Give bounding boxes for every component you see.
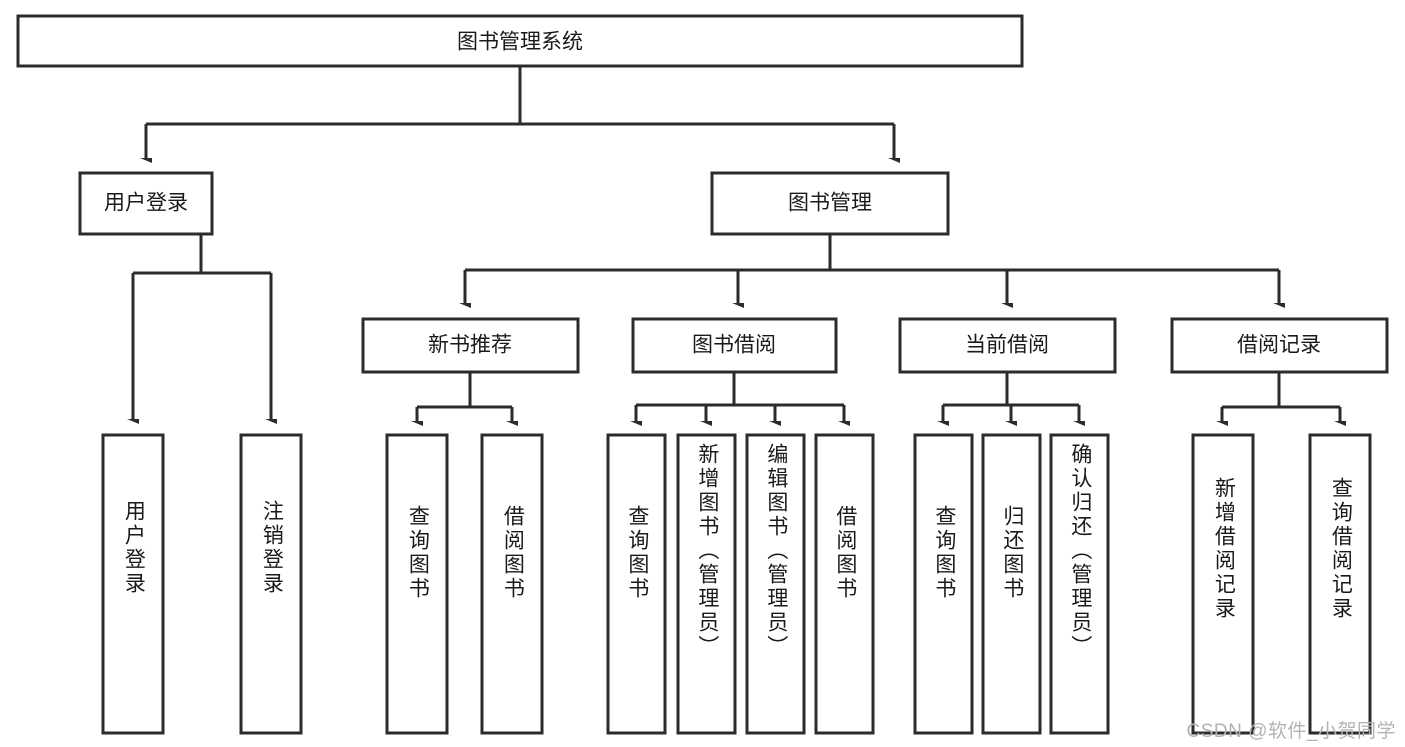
node-book-management-box[interactable] xyxy=(710,171,950,236)
leaf-box-return-book[interactable] xyxy=(981,433,1042,735)
node-borrow-record-box[interactable] xyxy=(1170,317,1389,374)
node-root-box[interactable] xyxy=(16,14,1024,68)
leaf-box-query-borrow-record[interactable] xyxy=(1308,433,1372,735)
node-new-book-recommend[interactable]: 新书推荐 xyxy=(361,317,580,374)
leaf-box-borrow-book-2[interactable] xyxy=(814,433,875,735)
node-book-management-label: 图书管理 xyxy=(788,192,872,215)
node-new-book-recommend-box[interactable] xyxy=(361,317,580,374)
connector-group-current xyxy=(943,372,1079,421)
connector-group-root xyxy=(146,66,894,158)
node-user-login-label: 用户登录 xyxy=(104,192,188,215)
node-current-borrow-box[interactable] xyxy=(898,317,1117,374)
node-current-borrow[interactable]: 当前借阅 xyxy=(898,317,1117,374)
node-book-borrow[interactable]: 图书借阅 xyxy=(631,317,838,374)
leaf-box-group xyxy=(101,433,1372,735)
connector-group-user-login xyxy=(133,234,271,419)
node-user-login-box[interactable] xyxy=(78,171,214,236)
leaf-box-add-borrow-record[interactable] xyxy=(1191,433,1255,735)
leaf-box-confirm-return-admin[interactable] xyxy=(1049,433,1110,735)
leaf-box-query-book-2[interactable] xyxy=(606,433,667,735)
node-book-management[interactable]: 图书管理 xyxy=(710,171,950,236)
leaf-box-borrow-book-1[interactable] xyxy=(480,433,544,735)
connector-group-borrow xyxy=(636,372,844,421)
leaf-box-user-login[interactable] xyxy=(101,433,165,735)
csdn-watermark: CSDN @软件_小贺同学 xyxy=(1186,721,1396,742)
node-book-borrow-box[interactable] xyxy=(631,317,838,374)
connector-group-newbook xyxy=(417,372,512,421)
node-book-borrow-label: 图书借阅 xyxy=(692,334,776,357)
leaf-box-query-book-1[interactable] xyxy=(385,433,449,735)
node-borrow-record[interactable]: 借阅记录 xyxy=(1170,317,1389,374)
node-user-login[interactable]: 用户登录 xyxy=(78,171,214,236)
node-root[interactable]: 图书管理系统 xyxy=(16,14,1024,68)
leaf-box-add-book-admin[interactable] xyxy=(676,433,737,735)
connector-group-book-mgmt xyxy=(465,234,1279,303)
node-current-borrow-label: 当前借阅 xyxy=(965,334,1049,357)
leaf-box-edit-book-admin[interactable] xyxy=(745,433,806,735)
node-new-book-recommend-label: 新书推荐 xyxy=(428,334,512,357)
node-root-label: 图书管理系统 xyxy=(457,31,583,54)
leaf-box-query-book-3[interactable] xyxy=(913,433,974,735)
connector-group-record xyxy=(1222,372,1340,421)
leaf-box-logout[interactable] xyxy=(239,433,303,735)
node-borrow-record-label: 借阅记录 xyxy=(1237,334,1321,357)
